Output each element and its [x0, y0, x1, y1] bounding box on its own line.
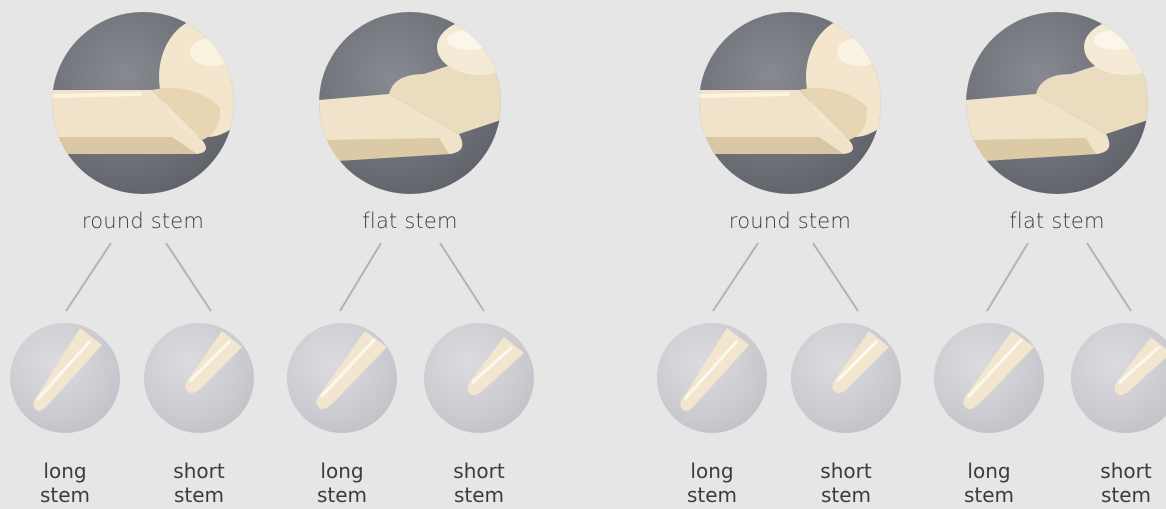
long-stem-tip-photo [10, 323, 120, 433]
short-stem-label: short stem [791, 459, 901, 507]
short-stem-tip-photo [791, 323, 901, 433]
flat-stem-label: flat stem [320, 209, 500, 233]
connector-line [66, 243, 111, 311]
round-stem-photo [699, 12, 881, 194]
long-stem-tip-photo [287, 323, 397, 433]
short-stem-tip-photo [424, 323, 534, 433]
short-stem-tip-photo [1071, 323, 1166, 433]
connector-line [987, 243, 1028, 311]
round-stem-label: round stem [700, 209, 880, 233]
stem-diagram-left: round stem flat stem [0, 0, 560, 509]
long-stem-label: long stem [934, 459, 1044, 507]
round-stem-label: round stem [53, 209, 233, 233]
short-stem-label: short stem [1071, 459, 1166, 507]
connector-line [713, 243, 758, 311]
flat-stem-photo [966, 12, 1148, 194]
connector-line [166, 243, 211, 311]
long-stem-tip-photo [657, 323, 767, 433]
long-stem-label: long stem [657, 459, 767, 507]
short-stem-label: short stem [144, 459, 254, 507]
connector-line [440, 243, 484, 311]
connector-line [813, 243, 858, 311]
connector-line [1087, 243, 1131, 311]
short-stem-tip-photo [144, 323, 254, 433]
long-stem-label: long stem [10, 459, 120, 507]
round-stem-photo [52, 12, 234, 194]
long-stem-label: long stem [287, 459, 397, 507]
connector-line [340, 243, 381, 311]
stem-diagram-right: round stem flat stem [647, 0, 1166, 509]
flat-stem-label: flat stem [967, 209, 1147, 233]
long-stem-tip-photo [934, 323, 1044, 433]
short-stem-label: short stem [424, 459, 534, 507]
flat-stem-photo [319, 12, 501, 194]
